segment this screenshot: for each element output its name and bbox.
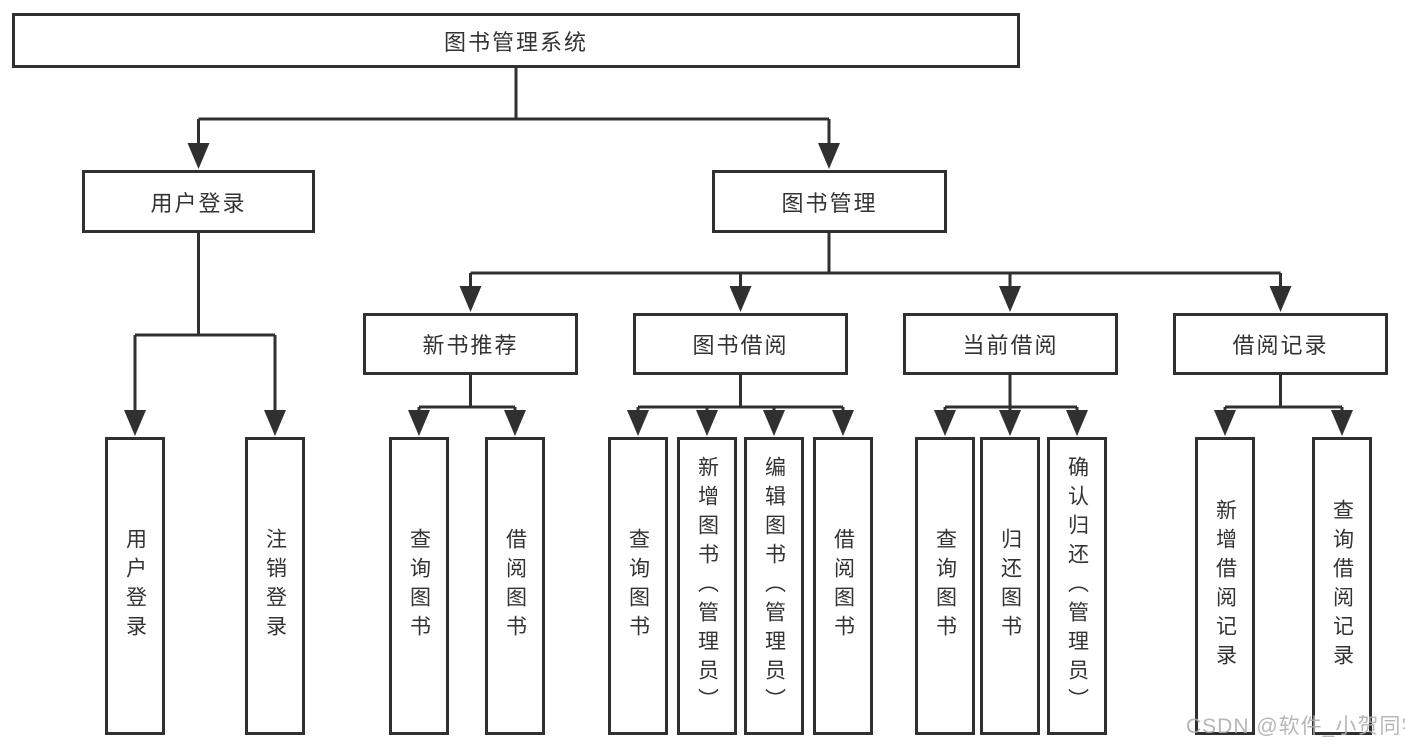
leaf-label: 确认归还（管理员） [1065,455,1089,717]
node-borrowing-records: 借阅记录 [1173,313,1388,375]
leaf-logout: 注销登录 [245,437,305,735]
leaf-label: 注销登录 [263,528,287,644]
leaf-label: 归还图书 [998,528,1022,644]
node-label: 用户登录 [150,190,247,216]
edge-current-borrow-branch [943,375,1079,413]
leaf-borrow-books-2: 借阅图书 [813,437,873,735]
leaf-user-login: 用户登录 [105,437,165,735]
node-label: 图书管理系统 [443,29,588,55]
leaf-search-books-2: 查询图书 [608,437,668,735]
leaf-label: 新增借阅记录 [1213,499,1237,673]
leaf-search-borrow-record: 查询借阅记录 [1312,437,1372,735]
node-label: 图书管理 [781,190,878,216]
node-book-borrowing: 图书借阅 [633,313,848,375]
leaf-return-books: 归还图书 [980,437,1040,735]
node-label: 新书推荐 [422,333,519,358]
node-label: 图书借阅 [692,333,789,358]
node-library-management-system: 图书管理系统 [12,13,1020,68]
watermark: CSDN @软件_小贺同学 [1186,715,1405,738]
node-new-book-recommendation: 新书推荐 [363,313,578,375]
edge-book-borrow-branch [636,375,845,413]
leaf-label: 查询图书 [407,528,431,644]
node-label: 当前借阅 [962,333,1059,358]
node-book-management: 图书管理 [712,170,947,233]
node-user-login: 用户登录 [82,170,315,233]
leaf-add-borrow-record: 新增借阅记录 [1195,437,1255,735]
leaf-search-books-3: 查询图书 [915,437,975,735]
edge-root-to-level2 [197,68,831,146]
edge-borrow-record-branch [1223,375,1344,413]
leaf-label: 新增图书（管理员） [695,455,719,717]
edge-book-mgmt-to-level3 [469,233,1282,289]
leaf-label: 编辑图书（管理员） [762,455,786,717]
arrowheads [124,143,1353,436]
node-current-borrowing: 当前借阅 [903,313,1118,375]
leaf-label: 查询图书 [626,528,650,644]
leaf-confirm-return-admin: 确认归还（管理员） [1047,437,1107,735]
leaf-borrow-books-1: 借阅图书 [485,437,545,735]
leaf-label: 借阅图书 [503,528,527,644]
leaf-edit-books-admin: 编辑图书（管理员） [744,437,804,735]
leaf-label: 借阅图书 [831,528,855,644]
leaf-search-books-1: 查询图书 [389,437,449,735]
leaf-label: 用户登录 [123,528,147,644]
node-label: 借阅记录 [1232,333,1329,358]
edge-user-login-branch [133,233,277,413]
leaf-label: 查询图书 [933,528,957,644]
leaf-label: 查询借阅记录 [1330,499,1354,673]
leaf-add-books-admin: 新增图书（管理员） [677,437,737,735]
edge-new-book-branch [417,375,517,413]
